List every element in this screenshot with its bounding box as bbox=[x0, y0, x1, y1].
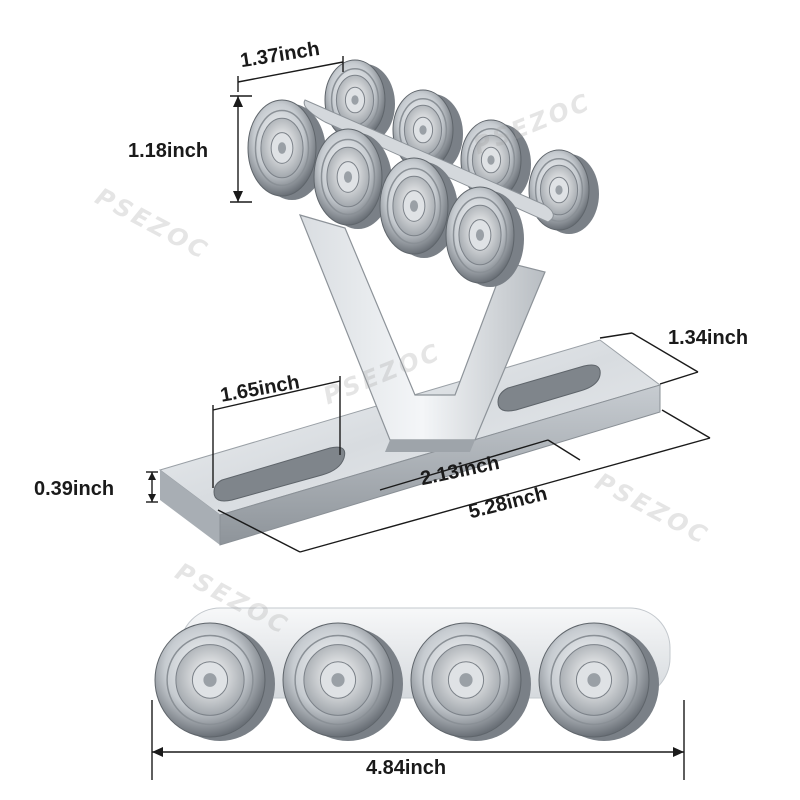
bearing-wheel bbox=[410, 622, 531, 741]
bearing-wheel bbox=[313, 128, 392, 229]
wheel-diameter-label: 1.18inch bbox=[128, 140, 209, 162]
arrow-heads bbox=[148, 96, 684, 757]
bearing-wheel bbox=[282, 622, 403, 741]
plate-thickness-label: 0.39inch bbox=[34, 478, 115, 500]
mounting-slot-left bbox=[213, 446, 346, 502]
bearing-wheel bbox=[528, 149, 599, 234]
bottom-length-label: 4.84inch bbox=[366, 757, 447, 779]
bearing-wheel bbox=[445, 186, 524, 287]
bottom-view bbox=[154, 607, 671, 741]
bearing-wheel bbox=[379, 157, 458, 258]
base-width-label: 1.34inch bbox=[668, 327, 749, 349]
mounting-slot-right bbox=[497, 364, 601, 412]
bearing-wheel bbox=[154, 622, 275, 741]
bearing-wheel bbox=[538, 622, 659, 741]
bearing-wheel bbox=[247, 99, 326, 200]
wheel-row-front bbox=[247, 99, 524, 287]
dimension-lines bbox=[146, 56, 711, 780]
